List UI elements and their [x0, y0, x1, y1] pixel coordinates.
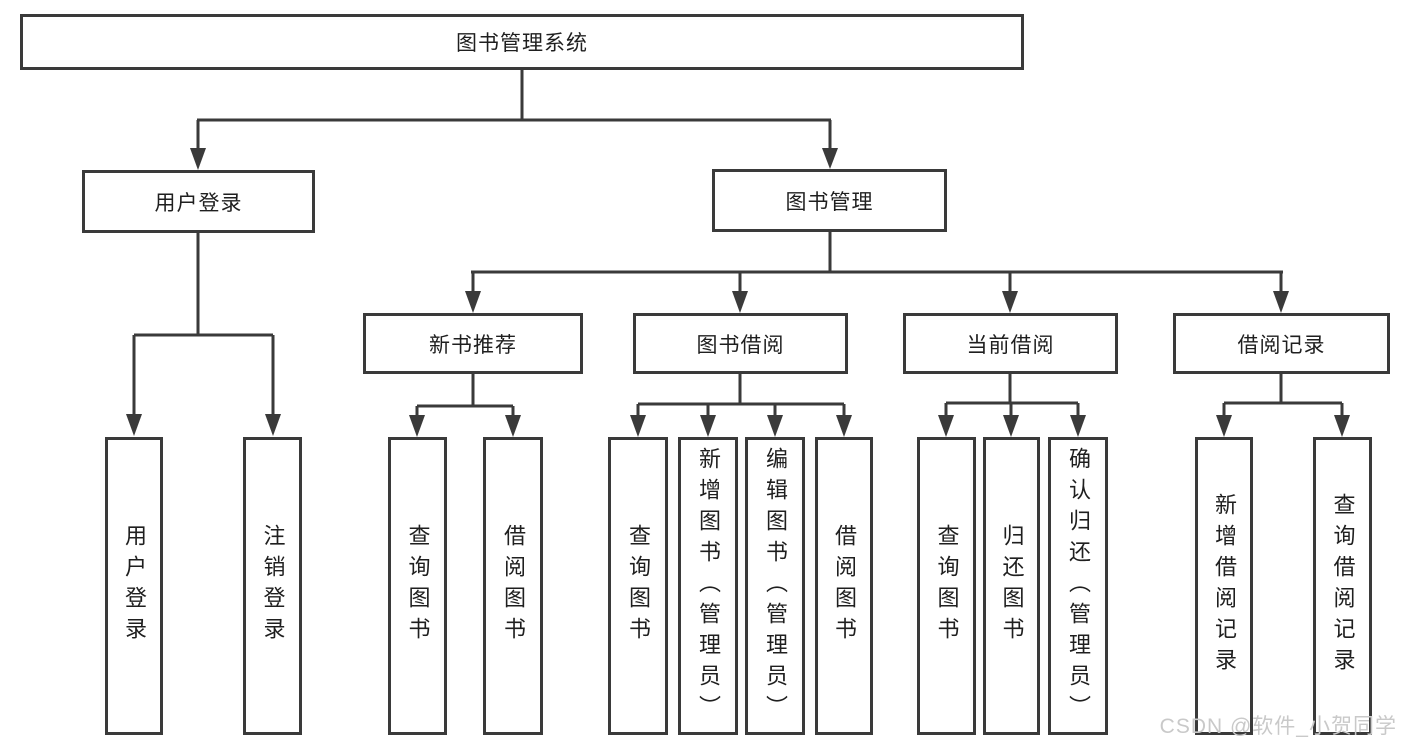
- leaf-logout-label: 注销登录: [260, 524, 286, 648]
- leaf-bb-borrow-books: 借阅图书: [815, 437, 873, 735]
- leaf-logout: 注销登录: [243, 437, 302, 735]
- leaf-cb-confirm-return-admin-label: 确认归还（管理员）: [1066, 446, 1091, 726]
- node-borrow-records-label: 借阅记录: [1237, 333, 1326, 357]
- leaf-nbr-query-books-label: 查询图书: [405, 524, 431, 648]
- leaf-cb-query-books-label: 查询图书: [934, 524, 960, 648]
- leaf-br-query-record-label: 查询借阅记录: [1330, 493, 1356, 679]
- node-borrow-records: 借阅记录: [1173, 313, 1390, 374]
- leaf-cb-return-books: 归还图书: [983, 437, 1040, 735]
- node-book-mgmt: 图书管理: [712, 169, 947, 232]
- node-root-label: 图书管理系统: [456, 32, 588, 55]
- leaf-br-query-record: 查询借阅记录: [1313, 437, 1372, 735]
- connector-book-mgmt-to-level3: [465, 232, 1289, 313]
- leaf-br-add-record: 新增借阅记录: [1195, 437, 1253, 735]
- leaf-cb-return-books-label: 归还图书: [999, 524, 1025, 648]
- connector-current-borrow-to-leaves: [938, 374, 1086, 437]
- connector-book-borrow-to-leaves: [630, 374, 852, 437]
- node-current-borrow-label: 当前借阅: [966, 333, 1055, 357]
- connector-user-login-to-leaves: [126, 233, 281, 436]
- leaf-bb-edit-books-admin: 编辑图书（管理员）: [745, 437, 805, 735]
- node-book-mgmt-label: 图书管理: [785, 190, 874, 214]
- node-user-login: 用户登录: [82, 170, 315, 233]
- leaf-bb-query-books: 查询图书: [608, 437, 668, 735]
- leaf-bb-edit-books-admin-label: 编辑图书（管理员）: [763, 446, 788, 726]
- connector-borrow-records-to-leaves: [1216, 374, 1350, 437]
- leaf-nbr-borrow-books: 借阅图书: [483, 437, 543, 735]
- leaf-bb-add-books-admin-label: 新增图书（管理员）: [696, 446, 721, 726]
- leaf-bb-add-books-admin: 新增图书（管理员）: [678, 437, 738, 735]
- leaf-user-login: 用户登录: [105, 437, 163, 735]
- node-book-borrow: 图书借阅: [633, 313, 848, 374]
- connector-new-book-rec-to-leaves: [409, 374, 521, 437]
- node-book-borrow-label: 图书借阅: [696, 333, 785, 357]
- leaf-user-login-label: 用户登录: [122, 524, 147, 648]
- node-root: 图书管理系统: [20, 14, 1024, 70]
- leaf-br-add-record-label: 新增借阅记录: [1212, 493, 1237, 679]
- node-user-login-label: 用户登录: [154, 191, 243, 215]
- connector-root-to-level2: [190, 70, 838, 170]
- node-current-borrow: 当前借阅: [903, 313, 1118, 374]
- leaf-nbr-borrow-books-label: 借阅图书: [501, 524, 526, 648]
- leaf-nbr-query-books: 查询图书: [388, 437, 447, 735]
- leaf-cb-confirm-return-admin: 确认归还（管理员）: [1048, 437, 1108, 735]
- node-new-book-rec: 新书推荐: [363, 313, 583, 374]
- node-new-book-rec-label: 新书推荐: [429, 333, 517, 357]
- leaf-bb-query-books-label: 查询图书: [626, 524, 651, 648]
- leaf-bb-borrow-books-label: 借阅图书: [832, 524, 857, 648]
- leaf-cb-query-books: 查询图书: [917, 437, 976, 735]
